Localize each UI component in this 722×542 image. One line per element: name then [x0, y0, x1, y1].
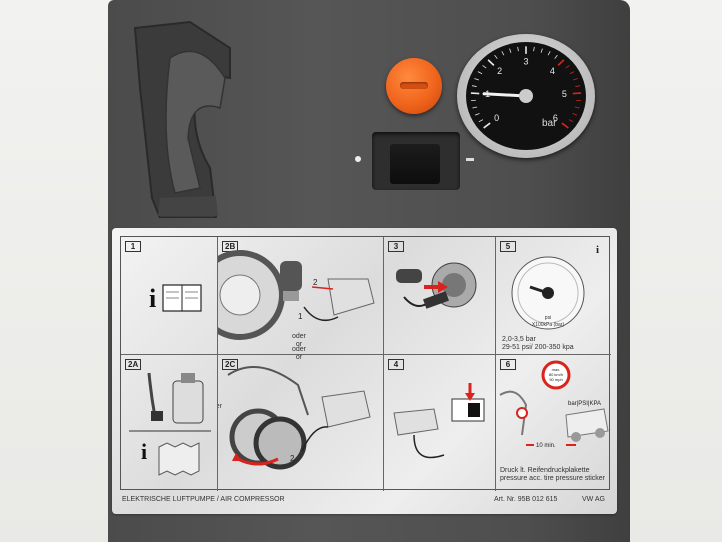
gauge-tick: [554, 54, 558, 59]
drive-time: 10 min.: [536, 443, 556, 449]
speed-sign-line2: 80 km/h: [549, 372, 563, 377]
gauge-tick: [568, 119, 574, 123]
drive-check-illustration: max. 80 km/h 50 mph bar|PSI|KPA 10 min.: [499, 360, 609, 449]
speed-sign-line1: max.: [552, 367, 561, 372]
gauge-scale-label: 5: [562, 89, 567, 99]
gauge-unit-psi: psi: [545, 315, 551, 321]
gauge-tick: [574, 106, 580, 109]
step-number: 2A: [125, 359, 142, 370]
step-6-panel: 6 max. 80 km/h 50 mph bar|PSI|KPA 10 min…: [496, 355, 611, 491]
info-icon: i: [596, 244, 599, 256]
label-title: ELEKTRISCHE LUFTPUMPE / AIR COMPRESSOR: [122, 496, 285, 503]
valve-cap[interactable]: [386, 58, 442, 114]
gauge-tick: [575, 85, 581, 87]
gauge-tick: [494, 54, 498, 59]
gauge-scale-label: 6: [553, 113, 558, 123]
car-pressure-sticker: bar|PSI|KPA: [568, 401, 601, 407]
gauge-scale-label: 0: [494, 113, 499, 123]
gauge-tick: [472, 106, 478, 109]
sealant-bottle-illustration: i: [129, 372, 211, 476]
gauge-tick: [483, 122, 491, 129]
bottle-holder: [133, 20, 231, 218]
switch-on-illustration: [393, 383, 485, 459]
pressure-gauge: 0123456 bar: [466, 42, 586, 150]
car-wheel-illustration: 2: [227, 366, 371, 470]
gauge-tick: [572, 113, 578, 116]
step-number: 1: [125, 241, 141, 252]
gauge-scale-label: 4: [550, 66, 555, 76]
step-number: 2C: [222, 359, 239, 370]
step-number: 3: [388, 241, 404, 252]
article-number: Art. Nr. 95B 012 615: [494, 496, 558, 503]
gauge-scale-label: 3: [523, 56, 528, 66]
step-6-text-de: Druck lt. Reifendruckplakette: [500, 467, 590, 474]
step-number: 5: [500, 241, 516, 252]
step-3-panel: 3: [384, 237, 496, 355]
gauge-tick: [478, 119, 484, 123]
step-number: 4: [388, 359, 404, 370]
gauge-reading-illustration: i psi X100kPa (bar): [511, 244, 599, 330]
gauge-tick: [517, 46, 519, 52]
gauge-tick: [474, 113, 480, 116]
gauge-tick: [509, 48, 512, 53]
gauge-tick: [561, 122, 569, 129]
step-number: 6: [500, 359, 516, 370]
tire-valve-illustration: 2 1: [218, 250, 375, 340]
gauge-tick: [533, 46, 535, 52]
instruction-label: 1 i 2B: [112, 228, 617, 514]
manual-book-icon: i: [149, 284, 202, 313]
pressure-psi: 29-51 psi/ 200-350 kpa: [502, 344, 574, 351]
gauge-tick: [569, 71, 575, 75]
indicator-mark: [466, 158, 474, 161]
step-2b-number-2: 2: [313, 278, 318, 287]
gauge-tick: [573, 78, 578, 81]
gauge-tick: [482, 65, 487, 69]
step-6-text-en: pressure acc. tire pressure sticker: [500, 475, 606, 482]
pressure-bar: 2,0-3,5 bar: [502, 336, 536, 343]
gauge-tick: [474, 78, 479, 81]
power-switch[interactable]: [390, 144, 440, 184]
svg-text:i: i: [149, 284, 156, 313]
info-icon: i: [141, 439, 147, 464]
indicator-dot: [355, 156, 361, 162]
gauge-tick: [547, 51, 551, 56]
step-4-panel: 4: [384, 355, 496, 491]
gauge-tick: [565, 65, 570, 69]
plug-socket-illustration: [396, 262, 477, 309]
gauge-tick: [557, 59, 565, 66]
step-1-panel: 1 i: [121, 237, 218, 355]
step-2a-panel: 2A i: [121, 355, 218, 491]
gauge-scale-label: 2: [497, 66, 502, 76]
gauge-unit: bar: [542, 118, 557, 129]
step-2b-number-1: 1: [298, 312, 303, 321]
gauge-tick: [540, 48, 543, 53]
step-2c-number-2: 2: [290, 454, 295, 463]
gauge-tick: [487, 59, 495, 66]
brand-name: VW AG: [582, 496, 605, 503]
speed-sign-line3: 50 mph: [549, 377, 562, 382]
gauge-tick: [477, 71, 483, 75]
gauge-unit-kpa: X100kPa (bar): [532, 322, 565, 328]
gauge-tick: [471, 85, 477, 87]
step-5-panel: 5 i psi X100kPa (bar) 2,0-3,5 bar 29-51 …: [496, 237, 611, 355]
gauge-tick: [501, 51, 505, 56]
